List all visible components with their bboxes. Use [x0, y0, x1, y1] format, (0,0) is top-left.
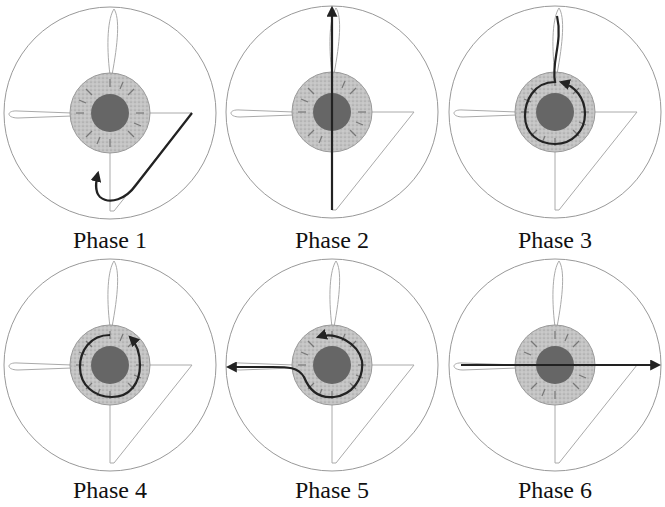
phase-label: Phase 6	[518, 477, 592, 504]
phase-label: Phase 2	[295, 227, 369, 254]
phase-label: Phase 5	[295, 477, 369, 504]
phase-label: Phase 4	[73, 477, 147, 504]
phase-label: Phase 3	[518, 227, 592, 254]
phase-label: Phase 1	[73, 227, 147, 254]
